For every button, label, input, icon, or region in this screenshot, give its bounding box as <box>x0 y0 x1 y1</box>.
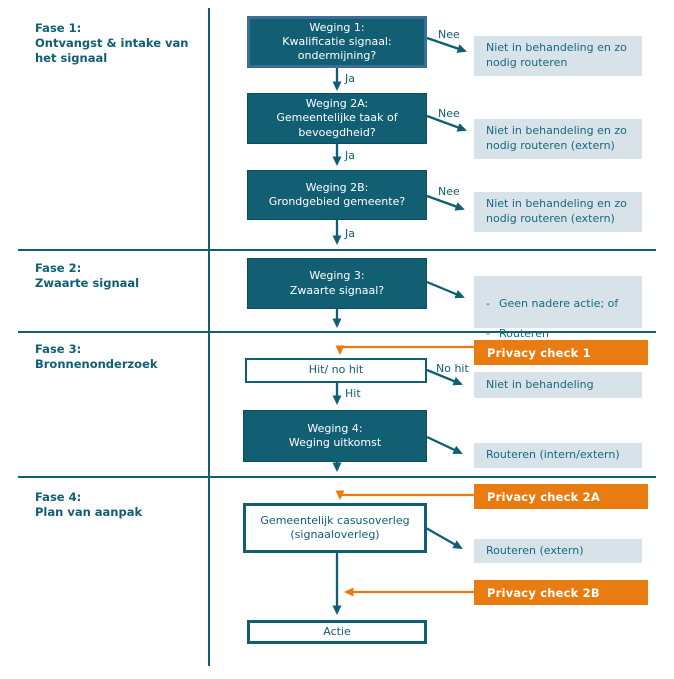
privacy-check-2b: Privacy check 2B <box>474 580 648 605</box>
node-weging2b: Weging 2B: Grondgebied gemeente? <box>247 170 427 220</box>
outcome-niet-in-behandeling-extern-1: Niet in behandeling en zo nodig routeren… <box>474 119 642 159</box>
phase-label-fase4: Fase 4: Plan van aanpak <box>35 490 143 520</box>
outcome-routeren-intern-extern: Routeren (intern/extern) <box>474 443 642 468</box>
arrow-casusoverleg-outcome <box>425 527 463 549</box>
arrow-privacy-check-1 <box>335 345 474 355</box>
outcome-niet-in-behandeling-extern-2: Niet in behandeling en zo nodig routeren… <box>474 192 642 232</box>
edge-label-nee-3: Nee <box>438 185 460 198</box>
dash-bullet-icon <box>486 297 490 312</box>
arrow-privacy-check-2a <box>335 490 474 500</box>
edge-label-ja-3: Ja <box>345 227 355 240</box>
outcome-niet-in-behandeling-routeren: Niet in behandeling en zo nodig routeren <box>474 36 642 76</box>
arrow-weging3-outcome <box>426 280 465 299</box>
edge-label-no-hit: No hit <box>436 362 469 375</box>
node-casusoverleg: Gemeentelijk casusoverleg (signaaloverle… <box>243 503 427 553</box>
edge-label-ja-2: Ja <box>345 149 355 162</box>
phase-label-fase1: Fase 1: Ontvangst & intake van het signa… <box>35 21 189 66</box>
node-weging3: Weging 3: Zwaarte signaal? <box>247 258 427 309</box>
phase-divider-1-2 <box>18 249 656 251</box>
phase-label-fase2: Fase 2: Zwaarte signaal <box>35 261 140 291</box>
node-weging1: Weging 1: Kwalificatie signaal: ondermij… <box>247 16 427 68</box>
edge-label-hit: Hit <box>345 387 361 400</box>
outcome-geen-actie-of-routeren: Geen nadere actie; of Routeren (intern/e… <box>474 276 642 354</box>
outcome-routeren-extern: Routeren (extern) <box>474 539 642 563</box>
privacy-check-1: Privacy check 1 <box>474 340 648 365</box>
phase-label-fase3: Fase 3: Bronnenonderzoek <box>35 342 158 372</box>
node-weging2a: Weging 2A: Gemeentelijke taak of bevoegd… <box>247 93 427 144</box>
edge-label-ja-1: Ja <box>345 72 355 85</box>
phase-divider-2-3 <box>18 331 656 333</box>
phase-vertical-divider <box>208 8 210 666</box>
node-actie: Actie <box>247 620 427 644</box>
node-hit-no-hit: Hit/ no hit <box>245 358 427 383</box>
privacy-check-2a: Privacy check 2A <box>474 484 648 509</box>
edge-label-nee-2: Nee <box>438 107 460 120</box>
edge-label-nee-1: Nee <box>438 28 460 41</box>
arrow-weging4-outcome <box>426 435 463 455</box>
bullet-item: Geen nadere actie; of <box>486 297 636 312</box>
phase-divider-3-4 <box>18 476 656 478</box>
node-weging4: Weging 4: Weging uitkomst <box>243 410 427 462</box>
outcome-niet-in-behandeling: Niet in behandeling <box>474 372 642 398</box>
bullet-text: Geen nadere actie; of <box>498 296 619 310</box>
